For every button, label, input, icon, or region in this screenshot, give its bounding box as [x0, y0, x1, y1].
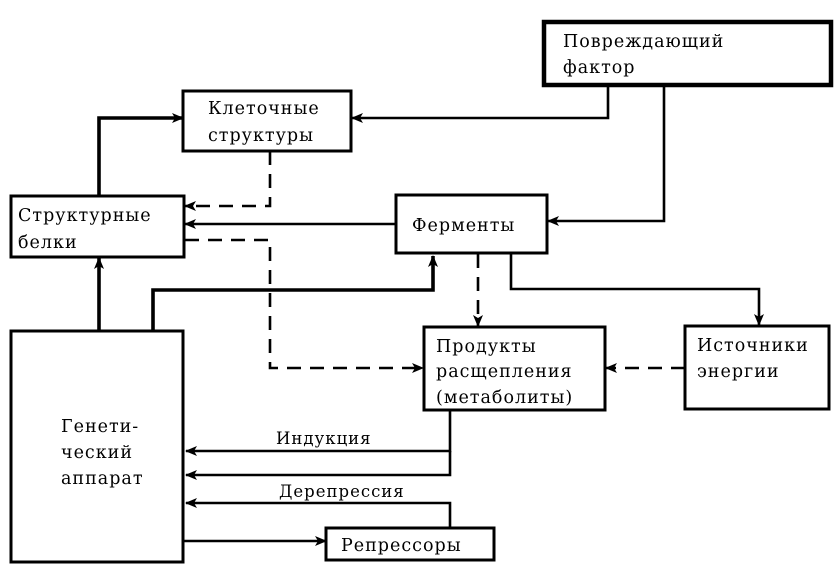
node-cell-structures[interactable]: Клеточные структуры [181, 89, 353, 153]
node-energy-sources[interactable]: Источники энергии [683, 324, 831, 411]
node-label-line: Генети- [61, 417, 139, 437]
edge-label-derepression: Дерепрессия [279, 482, 405, 501]
node-label-line: белки [18, 233, 78, 253]
edge-proteins-to-products [185, 238, 424, 373]
node-label-line: Клеточные [208, 99, 320, 119]
edge-proteins-to-cell-structures [97, 113, 184, 196]
edge-damaging-to-cell-structures [351, 85, 610, 123]
node-label-line: структуры [208, 126, 314, 146]
edge-genetic-to-enzymes [151, 255, 438, 331]
node-label-line: ческий [61, 443, 133, 463]
node-label-line: энергии [697, 362, 780, 382]
edge-label-induction: Индукция [276, 429, 372, 448]
node-label-line: фактор [563, 58, 636, 78]
node-label-line: Повреждающий [563, 32, 724, 52]
node-label-line: расщепления [436, 362, 573, 382]
node-label-line: аппарат [61, 469, 144, 489]
node-enzymes[interactable]: Ферменты [394, 193, 549, 255]
edge-cell-structures-to-proteins [184, 151, 272, 211]
node-breakdown-products[interactable]: Продукты расщепления (метаболиты) [422, 325, 607, 412]
node-structural-proteins[interactable]: Структурные белки [9, 194, 186, 259]
node-genetic-apparatus[interactable]: Генети- ческий аппарат [9, 329, 185, 564]
node-label-line: (метаболиты) [436, 388, 573, 408]
node-label-line: Структурные [18, 206, 152, 226]
edge-enzymes-to-energy [509, 254, 764, 326]
node-label-line: Ферменты [412, 216, 515, 236]
node-repressors[interactable]: Репрессоры [324, 526, 496, 562]
node-label-line: Продукты [436, 337, 537, 357]
edge-damaging-to-enzymes [547, 85, 666, 226]
edge-repressors-derepression [185, 498, 452, 528]
node-label-line: Репрессоры [341, 536, 462, 556]
node-damaging-factor[interactable]: Повреждающий фактор [541, 19, 834, 88]
node-label-line: Источники [697, 336, 809, 356]
edge-products-to-genetic [185, 451, 452, 480]
